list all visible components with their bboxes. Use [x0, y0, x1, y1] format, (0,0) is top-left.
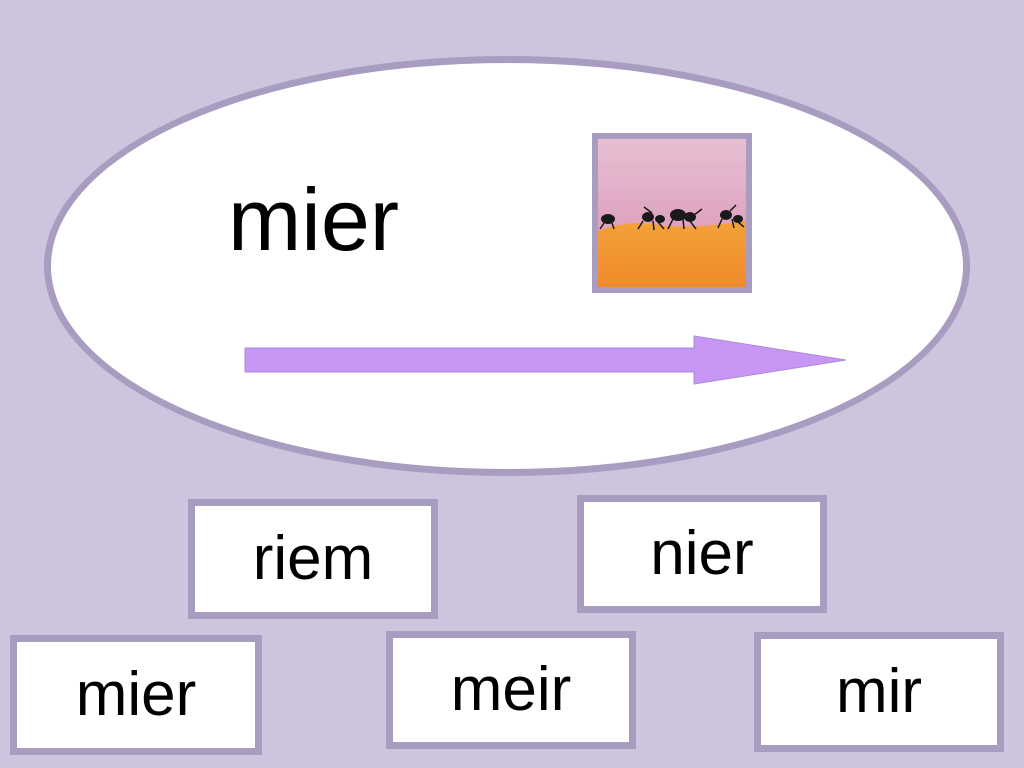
- ants-on-sand-image: [592, 133, 752, 293]
- option-label: meir: [450, 655, 572, 724]
- option-meir[interactable]: meir: [386, 631, 636, 749]
- option-label: nier: [650, 519, 754, 588]
- option-riem[interactable]: riem: [188, 499, 438, 619]
- target-word-panel: [44, 56, 970, 476]
- option-nier[interactable]: nier: [577, 495, 827, 613]
- right-arrow-icon: [244, 335, 847, 385]
- target-word: mier: [228, 170, 400, 269]
- option-mier[interactable]: mier: [10, 635, 262, 755]
- option-label: riem: [252, 524, 374, 593]
- option-mir[interactable]: mir: [754, 632, 1004, 752]
- option-label: mier: [75, 660, 197, 729]
- option-label: mir: [835, 657, 923, 726]
